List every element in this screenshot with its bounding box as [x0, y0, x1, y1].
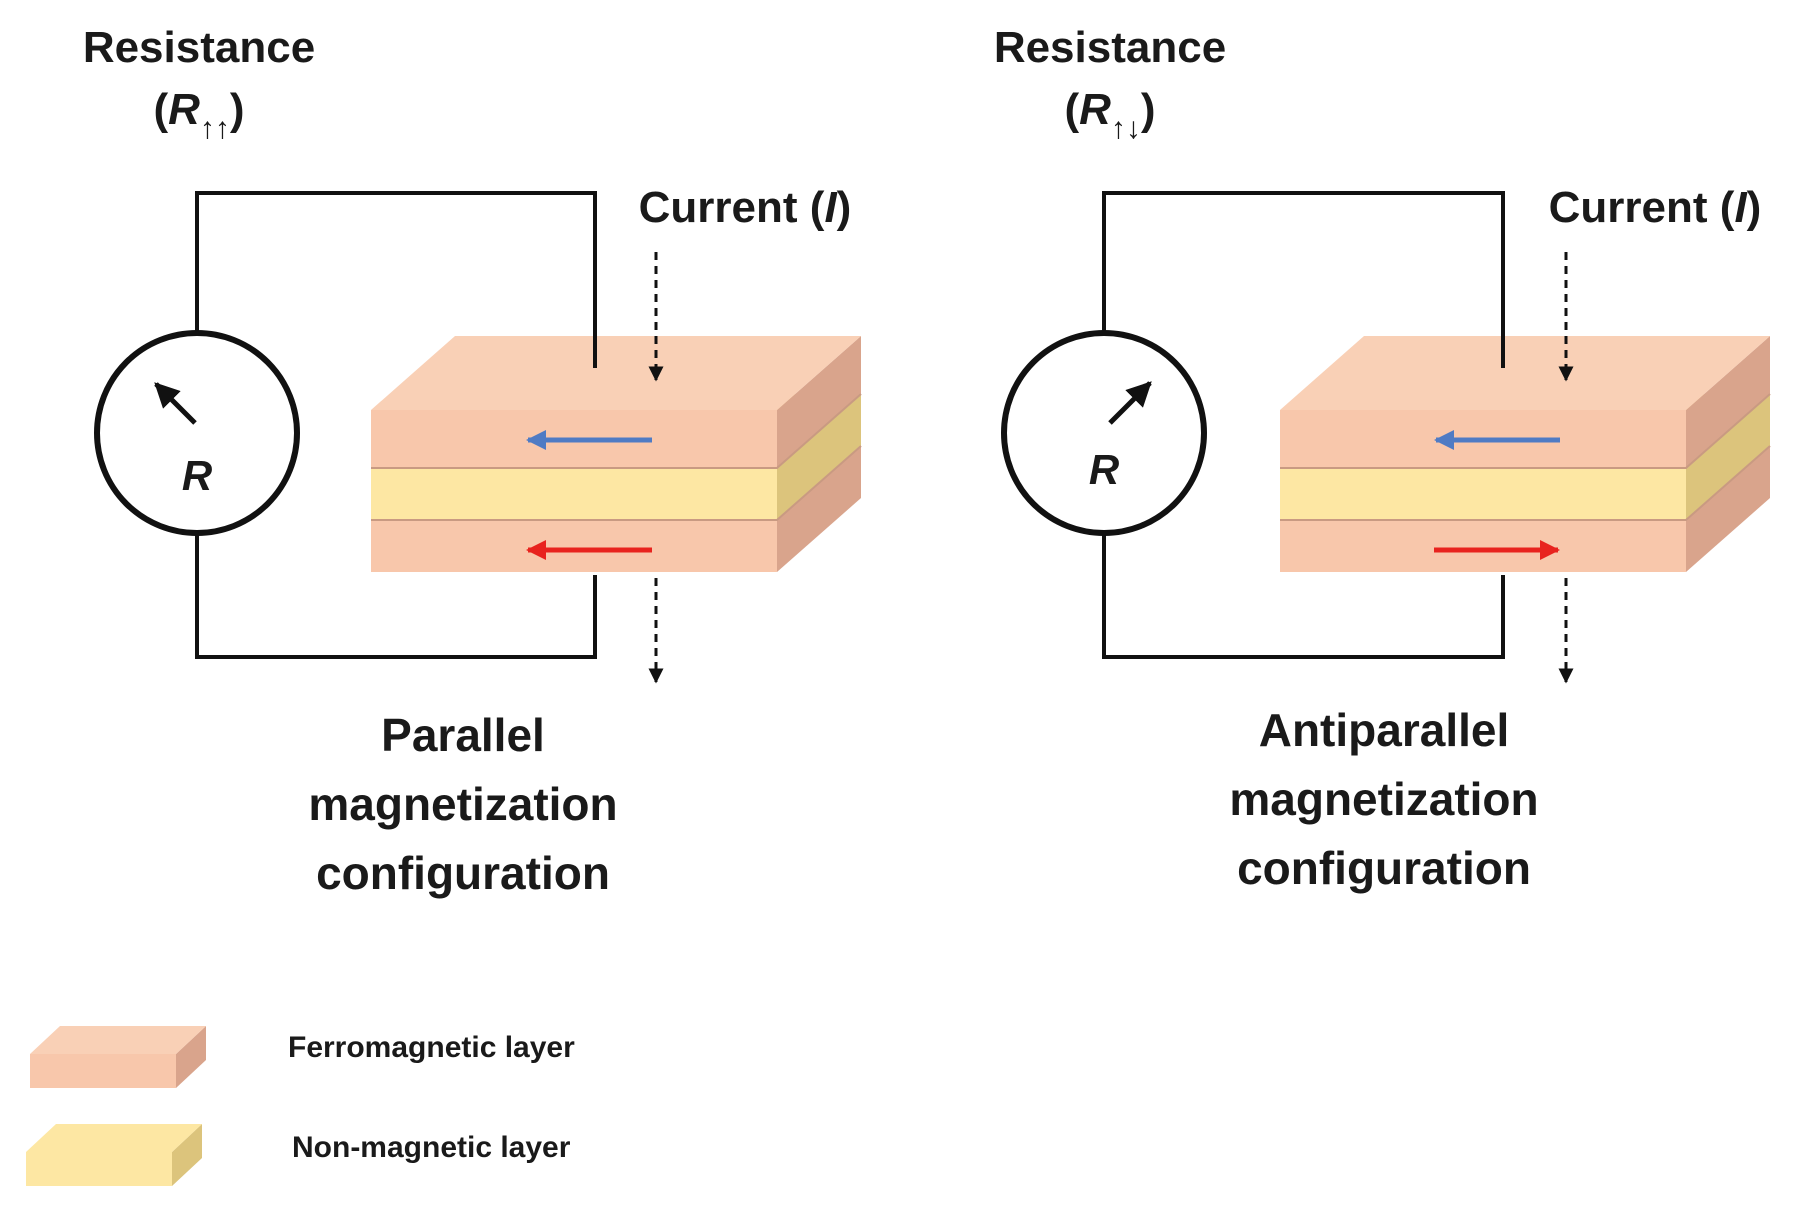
resistance-title: Resistance: [994, 23, 1226, 72]
legend-item-nonmagnetic: Non-magnetic layer: [26, 1124, 571, 1186]
ferromagnetic-layer-bottom: [371, 520, 777, 572]
panel-antiparallel: Resistance (R↑↓) R Current (I) Antiparal…: [994, 23, 1771, 894]
ferromagnetic-layer-top-side: [777, 336, 861, 468]
ferromagnetic-layer-bottom-side: [1686, 446, 1770, 572]
legend-label: Ferromagnetic layer: [288, 1031, 575, 1064]
nonmagnetic-layer-side: [1686, 394, 1770, 520]
ohmmeter-label: R: [1089, 446, 1120, 493]
caption-line-2: magnetization: [1229, 773, 1538, 825]
ferromagnetic-layer-top-top: [1280, 336, 1770, 410]
nonmagnetic-layer-side: [777, 394, 861, 520]
circuit-wire-bottom: [1102, 533, 1505, 659]
ferromagnetic-layer-bottom: [1280, 520, 1686, 572]
resistance-symbol: (R↑↑): [153, 85, 244, 145]
ferromagnetic-layer-bottom-side: [777, 446, 861, 572]
nonmagnetic-swatch-icon: [26, 1152, 172, 1186]
legend: Ferromagnetic layer Non-magnetic layer: [26, 1026, 575, 1186]
legend-item-ferromagnetic: Ferromagnetic layer: [30, 1026, 575, 1088]
caption-line-1: Parallel: [381, 709, 545, 761]
layer-stack: [1280, 336, 1771, 572]
caption-line-2: magnetization: [308, 778, 617, 830]
caption-line-3: configuration: [316, 847, 610, 899]
circuit-wire-top: [1102, 191, 1505, 368]
panel-parallel: Resistance (R↑↑) R: [83, 23, 862, 899]
current-label: Current (I): [1549, 183, 1762, 232]
circuit-wire-top: [195, 191, 597, 368]
caption-line-1: Antiparallel: [1259, 704, 1510, 756]
current-label: Current (I): [639, 183, 852, 232]
ferromagnetic-layer-top-side: [1686, 336, 1770, 468]
layer-stack: [371, 336, 862, 572]
resistance-symbol-letter: R: [1079, 85, 1111, 134]
nonmagnetic-layer: [1280, 468, 1686, 520]
nonmagnetic-layer: [371, 468, 777, 520]
legend-label: Non-magnetic layer: [292, 1131, 571, 1164]
ohmmeter-label: R: [182, 452, 213, 499]
ohmmeter-circle: [94, 330, 300, 536]
resistance-symbol-letter: R: [168, 85, 200, 134]
ohmmeter-circle: [1001, 330, 1207, 536]
circuit-wire-bottom: [195, 533, 597, 659]
resistance-subscript: ↑↑: [200, 112, 230, 145]
resistance-symbol: (R↑↓): [1064, 85, 1155, 145]
resistance-subscript: ↑↓: [1111, 112, 1141, 145]
resistance-title: Resistance: [83, 23, 315, 72]
ferromagnetic-swatch-icon: [30, 1054, 176, 1088]
ferromagnetic-layer-top-top: [371, 336, 861, 410]
ohmmeter-needle-icon: [1108, 381, 1152, 425]
caption-line-3: configuration: [1237, 842, 1531, 894]
ohmmeter-needle-icon: [154, 382, 197, 425]
